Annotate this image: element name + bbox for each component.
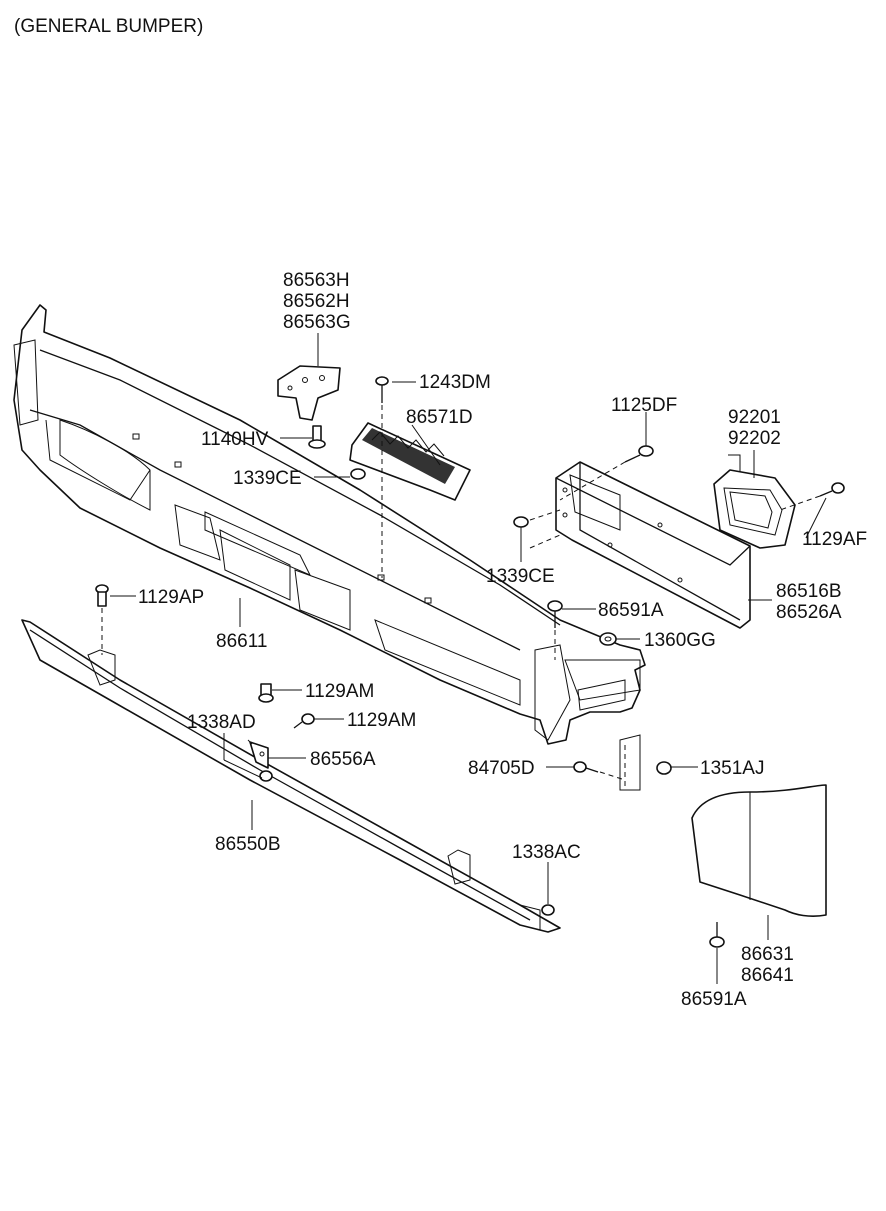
label-86571D: 86571D [406,407,473,428]
leader-lines [110,381,827,984]
label-86516B: 86516B [776,581,842,602]
diagram-title: (GENERAL BUMPER) [14,16,203,37]
clip-1338AC [541,904,555,916]
label-1129AM-a: 1129AM [305,681,374,702]
bolt-86591A-b [709,922,725,948]
label-1140HV: 1140HV [201,429,269,450]
washer-1351AJ [656,761,672,775]
part-labels: 86563H 86562H 86563G 1243DM 86571D 1140H… [138,270,867,1010]
label-86556A: 86556A [310,749,376,770]
label-1125DF: 1125DF [611,395,677,416]
label-1243DM: 1243DM [419,372,491,393]
bolt-1125DF [624,445,654,463]
bolt-1129AP [95,584,109,607]
label-92201: 92201 [728,407,781,428]
bolt-86591A-a [547,600,563,628]
label-86631: 86631 [741,944,794,965]
lower-apron-86550B [21,619,561,933]
label-1339CE-b: 1339CE [486,566,555,587]
label-1338AC: 1338AC [512,842,581,863]
bolt-1140HV [308,425,326,449]
bracket-86516B [555,461,751,629]
label-86641: 86641 [741,965,794,986]
bracket-86556A [249,741,269,769]
label-92202: 92202 [728,428,781,449]
fog-lamp-92201 [713,454,796,549]
step-pad-86571D [349,422,471,501]
bumper-corner-86631 [691,784,827,917]
bolt-1129AF [819,482,845,497]
label-86563H: 86563H [283,270,350,291]
label-1360GG: 1360GG [644,630,716,651]
bracket-86563H [277,365,341,421]
label-1129AM-b: 1129AM [347,710,416,731]
bumper-beam-86611 [13,304,646,791]
label-86591A-b: 86591A [681,989,747,1010]
label-1338AD: 1338AD [187,712,256,733]
label-84705D: 84705D [468,758,535,779]
label-1351AJ: 1351AJ [700,758,764,779]
clip-1338AD [259,770,273,782]
nut-1339CE-a [350,468,366,480]
label-86562H: 86562H [283,291,350,312]
label-1339CE-a: 1339CE [233,468,302,489]
nut-1339CE-b [513,516,529,528]
label-86563G: 86563G [283,312,351,333]
label-1129AF: 1129AF [802,529,867,550]
bolt-1129AM-a [258,683,274,703]
label-86611: 86611 [216,631,267,652]
bolt-84705D [573,761,599,773]
screw-1243DM [375,376,389,403]
label-86550B: 86550B [215,834,281,855]
label-86591A-a: 86591A [598,600,664,621]
nut-1360GG [599,632,617,646]
bolt-1129AM-b [293,713,315,729]
label-86526A: 86526A [776,602,842,623]
label-1129AP: 1129AP [138,587,204,608]
